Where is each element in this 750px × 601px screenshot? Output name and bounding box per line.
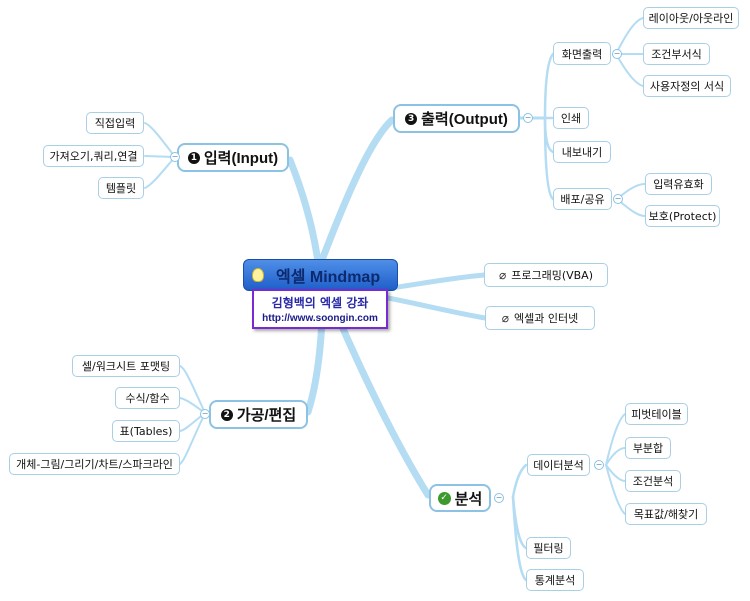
node-data-validation[interactable]: 입력유효화 [645,173,712,195]
node-pivot-table[interactable]: 피벗테이블 [625,403,688,425]
node-analysis[interactable]: ✓ 분석 [429,484,491,512]
node-processing[interactable]: 2 가공/편집 [209,400,308,429]
banner-url: http://www.soongin.com [262,313,378,324]
node-output[interactable]: 3 출력(Output) [393,104,520,133]
node-output-label: 출력(Output) [421,111,508,128]
author-banner: 김형백의 엑셀 강좌 http://www.soongin.com [252,289,388,329]
node-filtering[interactable]: 필터링 [526,537,571,559]
collapse-toggle-icon[interactable]: − [594,460,604,470]
node-analysis-label: 분석 [454,490,483,508]
node-subtotal[interactable]: 부분합 [625,437,671,459]
node-formulas[interactable]: 수식/함수 [115,387,180,409]
collapse-toggle-icon[interactable]: − [523,113,533,123]
number-badge-icon: 2 [220,408,233,421]
number-badge-icon: 3 [405,112,418,125]
node-print[interactable]: 인쇄 [553,107,589,129]
node-input-template[interactable]: 템플릿 [98,177,144,199]
node-what-if[interactable]: 조건분석 [625,470,681,492]
node-conditional-format[interactable]: 조건부서식 [643,43,710,65]
node-protect[interactable]: 보호(Protect) [645,205,720,227]
connector-internet [375,293,488,321]
node-input[interactable]: 1 입력(Input) [177,143,289,172]
node-goal-seek[interactable]: 목표값/해찾기 [625,503,707,525]
node-custom-format[interactable]: 사용자정의 서식 [643,75,731,97]
node-cell-format[interactable]: 셀/워크시트 포맷팅 [72,355,180,377]
connector-input [286,156,322,266]
paperclip-icon: ⌀ [498,268,507,282]
node-objects[interactable]: 개체-그림/그리기/차트/스파크라인 [9,453,180,475]
node-data-analysis[interactable]: 데이터분석 [527,454,590,476]
connector-analysis [336,318,432,499]
node-input-label: 입력(Input) [203,150,279,167]
node-layout-outline[interactable]: 레이아웃/아웃라인 [643,7,739,29]
banner-author: 김형백의 엑셀 강좌 [271,296,369,310]
collapse-toggle-icon[interactable]: − [612,49,622,59]
node-statistics[interactable]: 통계분석 [526,569,584,591]
collapse-toggle-icon[interactable]: − [494,493,504,503]
check-icon: ✓ [437,491,451,505]
node-input-direct[interactable]: 직접입력 [86,112,144,134]
node-input-import[interactable]: 가져오기,쿼리,연결 [43,145,144,167]
lightbulb-icon [252,268,264,282]
node-share[interactable]: 배포/공유 [553,188,612,210]
number-badge-icon: 1 [187,151,200,164]
collapse-toggle-icon[interactable]: − [200,409,210,419]
node-programming[interactable]: ⌀ 프로그래밍(VBA) [484,263,608,287]
collapse-toggle-icon[interactable]: − [613,194,623,204]
node-tables[interactable]: 표(Tables) [112,420,180,442]
node-processing-label: 가공/편집 [236,407,297,424]
node-screen-output[interactable]: 화면출력 [553,42,611,65]
node-export[interactable]: 내보내기 [553,141,611,163]
center-node[interactable]: 엑셀 Mindmap [243,259,398,291]
collapse-toggle-icon[interactable]: − [170,152,180,162]
connector-processing [304,316,326,416]
connector-output [318,116,396,264]
paperclip-icon: ⌀ [501,311,509,325]
center-title: 엑셀 Mindmap [276,269,381,286]
node-internet[interactable]: ⌀ 엑셀과 인터넷 [485,306,595,330]
